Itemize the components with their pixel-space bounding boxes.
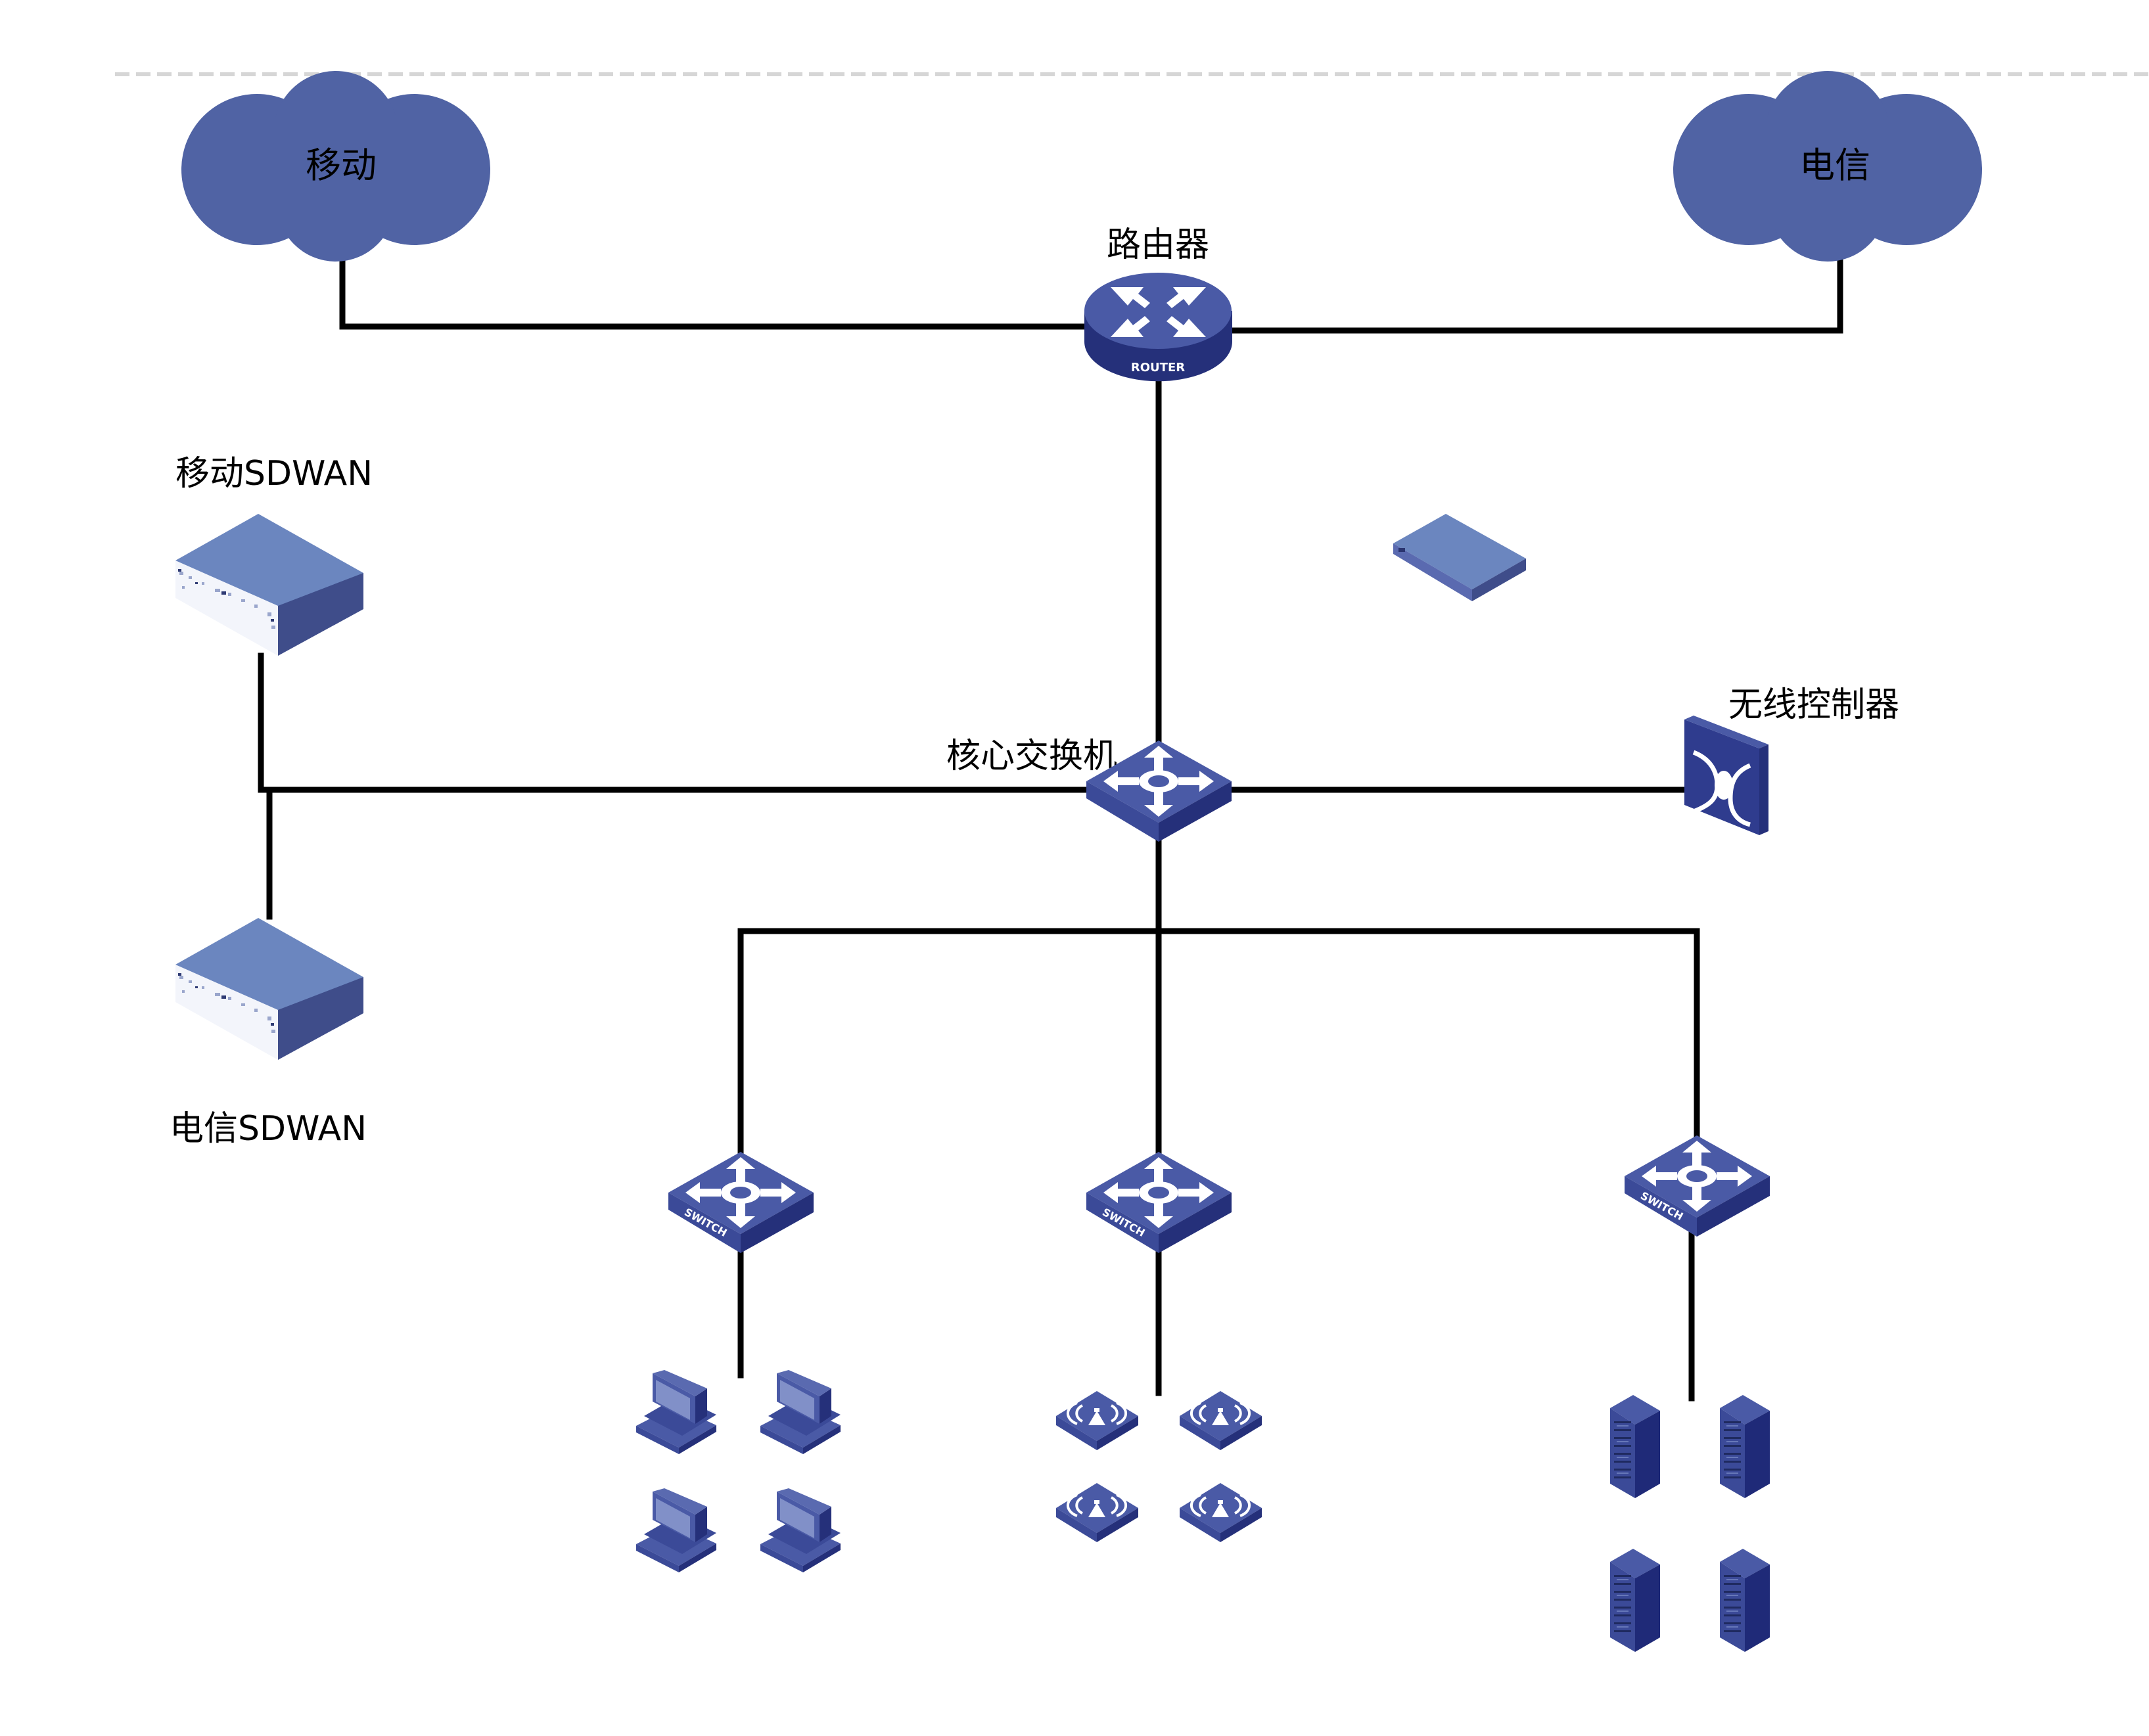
router-label: 路由器 <box>1107 225 1209 265</box>
link-core-sdwan-mobile <box>258 652 1091 793</box>
pc-icon[interactable] <box>760 1370 841 1454</box>
wireless-controller-icon <box>1684 716 1768 835</box>
access-switch-2[interactable]: SWITCH <box>1086 1152 1232 1253</box>
wireless-controller[interactable]: 无线控制器 <box>1684 685 1899 835</box>
router[interactable]: 路由器 ROUTER <box>1084 225 1232 382</box>
server-group <box>1610 1395 1770 1652</box>
port-light <box>1398 548 1405 552</box>
sdwan-telecom[interactable]: 电信SDWAN <box>170 918 367 1149</box>
access-point-icon[interactable] <box>1178 1390 1263 1451</box>
core-switch[interactable]: 核心交换机 <box>946 737 1232 842</box>
sdwan-mobile-label: 移动SDWAN <box>175 454 373 493</box>
cloud-mobile-label: 移动 <box>306 145 377 186</box>
router-badge: ROUTER <box>1131 361 1185 375</box>
access-point-icon[interactable] <box>1178 1482 1263 1543</box>
switch-icon <box>1625 1135 1770 1237</box>
ap-group <box>1055 1390 1263 1543</box>
access-switch-1[interactable]: SWITCH <box>668 1152 814 1253</box>
access-point-icon[interactable] <box>1055 1390 1140 1451</box>
switch-icon <box>668 1152 814 1253</box>
server-icon[interactable] <box>1720 1395 1770 1498</box>
link-access-switch-1 <box>737 928 1162 1156</box>
sdwan-telecom-label: 电信SDWAN <box>170 1109 367 1149</box>
link-access-switch-3 <box>1155 928 1700 1140</box>
sdwan-appliance-icon <box>175 514 363 656</box>
server-icon[interactable] <box>1610 1549 1660 1652</box>
sdwan-mobile[interactable]: 移动SDWAN <box>175 454 373 656</box>
cloud-telecom-label: 电信 <box>1799 145 1870 186</box>
pc-icon[interactable] <box>636 1370 716 1454</box>
core-switch-label: 核心交换机 <box>946 737 1117 776</box>
appliance-icon <box>1393 514 1526 589</box>
sdwan-appliance-icon <box>175 918 363 1060</box>
switch-icon <box>1086 1152 1232 1253</box>
pc-group <box>636 1370 841 1572</box>
appliance-side <box>1472 559 1526 601</box>
access-switch-3[interactable]: SWITCH <box>1625 1135 1770 1237</box>
unlabeled-device[interactable] <box>1393 514 1526 601</box>
wireless-controller-label: 无线控制器 <box>1728 685 1899 725</box>
access-point-icon[interactable] <box>1055 1482 1140 1543</box>
cloud-telecom[interactable]: 电信 <box>1673 71 1982 262</box>
pc-icon[interactable] <box>760 1488 841 1572</box>
link-telecom-router <box>1226 257 1843 334</box>
pc-icon[interactable] <box>636 1488 716 1572</box>
appliance-front <box>1393 543 1472 601</box>
links <box>258 257 1843 1402</box>
link-mobile-router <box>339 257 1091 330</box>
cloud-mobile[interactable]: 移动 <box>181 71 490 262</box>
server-icon[interactable] <box>1720 1549 1770 1652</box>
server-icon[interactable] <box>1610 1395 1660 1498</box>
